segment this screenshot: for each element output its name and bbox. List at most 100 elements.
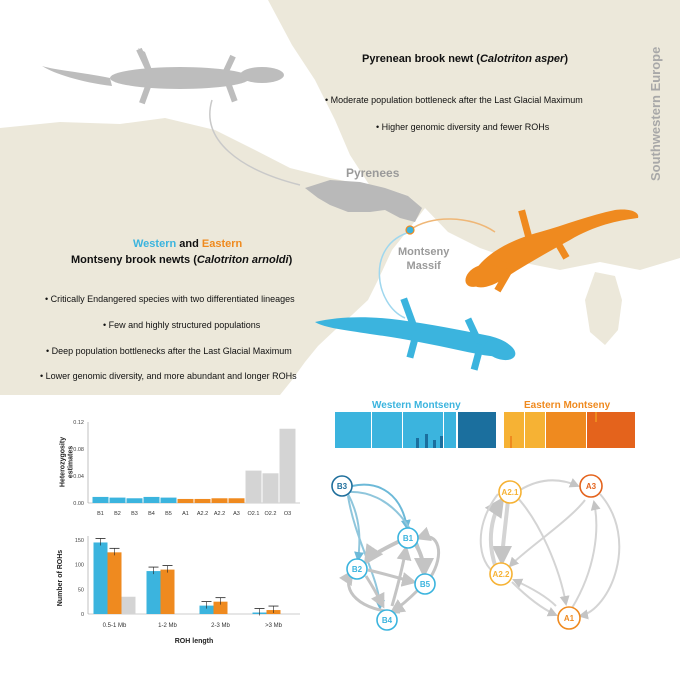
network-node-label: B1 [403, 534, 414, 543]
het-x-tick: A2.2 [214, 511, 225, 517]
het-y-tick: 0.04 [73, 474, 84, 480]
asper-species: Calotriton asper [479, 53, 565, 65]
network-node [346, 558, 368, 580]
western-newt-icon [315, 297, 516, 371]
het-x-tick: B3 [131, 511, 138, 517]
arnoldi-title-line1: Western and Eastern [133, 238, 242, 250]
network-node-label: A2.1 [502, 488, 519, 497]
het-x-tick: B2 [114, 511, 121, 517]
het-bar [177, 498, 194, 503]
network-node [498, 480, 522, 504]
arnoldi-bullet: • Few and highly structured populations [103, 320, 261, 330]
het-y-label: Heterozygosityestimates [60, 437, 75, 487]
and-word: and [176, 238, 202, 250]
eastern-newt-icon [465, 209, 639, 293]
region-label: Southwestern Europe [648, 46, 663, 181]
het-bar [262, 473, 279, 503]
western-connector [378, 231, 411, 319]
arnoldi-species: Calotriton arnoldi [196, 254, 289, 266]
roh-x-tick: 0.5-1 Mb [103, 623, 127, 629]
eastern-word: Eastern [201, 238, 243, 250]
pyrenees-silhouette [305, 180, 422, 222]
western-structure-label: Western Montseny [372, 400, 461, 411]
roh-bar [213, 601, 228, 614]
roh-y-tick: 0 [81, 612, 84, 618]
het-bar [228, 498, 245, 503]
arnoldi-bullet: • Critically Endangered species with two… [45, 294, 295, 304]
het-y-tick: 0.08 [73, 447, 84, 453]
network-node-label: A2.2 [493, 570, 510, 579]
asper-newt-icon [42, 46, 284, 105]
montseny-label: Montseny Massif [398, 245, 449, 273]
asper-title-post: ) [564, 53, 569, 65]
asper-title: Pyrenean brook newt (Calotriton asper) [362, 53, 568, 65]
sardinia-land [585, 272, 622, 345]
western-word: Western [133, 238, 177, 250]
het-bar [211, 498, 228, 503]
roh-x-tick: 1-2 Mb [158, 623, 177, 629]
asper-bullet: • Moderate population bottleneck after t… [325, 95, 583, 105]
montseny-marker [405, 225, 415, 235]
het-x-tick: O2.1 [248, 511, 260, 517]
asper-title-pre: Pyrenean brook newt ( [362, 53, 480, 65]
het-x-tick: B5 [165, 511, 172, 517]
montseny-label-2: Massif [406, 260, 441, 272]
het-x-tick: A3 [233, 511, 240, 517]
het-x-tick: B4 [148, 511, 155, 517]
eastern-edges [479, 478, 621, 620]
roh-y-tick: 150 [75, 538, 84, 544]
arnoldi-bullet: • Lower genomic diversity, and more abun… [40, 371, 297, 381]
roh-bar [121, 596, 136, 614]
france-land [268, 0, 680, 270]
roh-y-label: Number of ROHs [57, 550, 64, 607]
roh-bar [199, 605, 214, 614]
het-x-tick: O2.2 [265, 511, 277, 517]
eastern-connector [409, 218, 496, 233]
het-bar [143, 496, 160, 503]
het-bar [160, 497, 177, 503]
roh-x-tick: 2-3 Mb [211, 623, 230, 629]
het-y-tick: 0.00 [73, 501, 84, 507]
pyrenees-label: Pyrenees [346, 166, 400, 180]
network-node [489, 562, 513, 586]
het-y-tick: 0.12 [73, 420, 84, 426]
arnoldi-title-pre: Montseny brook newts ( [71, 254, 197, 266]
het-x-tick: A1 [182, 511, 189, 517]
western-structure-bar [335, 412, 496, 448]
network-node-label: B4 [382, 616, 393, 625]
het-x-tick: B1 [97, 511, 104, 517]
roh-x-tick: >3 Mb [265, 623, 283, 629]
het-bar [194, 498, 211, 503]
network-node-label: B5 [420, 580, 431, 589]
eastern-structure-label: Eastern Montseny [524, 400, 611, 411]
network-node [376, 609, 398, 631]
montseny-label-1: Montseny [398, 246, 450, 258]
network-node [557, 606, 581, 630]
network-node-label: A1 [564, 614, 575, 623]
network-node [579, 474, 603, 498]
eastern-structure-bar [504, 412, 635, 448]
roh-bar [146, 571, 161, 614]
network-node [414, 573, 436, 595]
roh-bar [160, 569, 175, 614]
asper-bullet: • Higher genomic diversity and fewer ROH… [376, 122, 550, 132]
arnoldi-bullet: • Deep population bottlenecks after the … [46, 346, 292, 356]
het-bar [126, 498, 143, 503]
het-bar [245, 470, 262, 503]
het-bar [109, 497, 126, 503]
het-x-tick: O3 [284, 511, 291, 517]
roh-y-tick: 50 [78, 587, 84, 593]
corsica-land [596, 218, 615, 262]
network-node-label: B3 [337, 482, 348, 491]
network-node-label: A3 [586, 482, 597, 491]
network-node-label: B2 [352, 565, 363, 574]
roh-y-tick: 100 [75, 563, 84, 569]
roh-x-label: ROH length [175, 638, 214, 645]
het-bar [92, 496, 109, 503]
het-bar [279, 428, 296, 503]
